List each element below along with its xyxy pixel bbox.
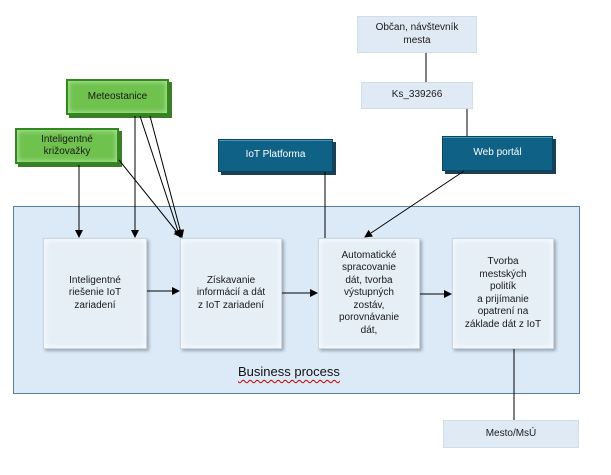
step-3[interactable]: Automatické spracovanie dát, tvorba výst… — [318, 238, 420, 349]
node-obcan-line: mesta — [403, 34, 431, 46]
step-3-line: spracovanie — [342, 262, 396, 274]
node-meteostanice-label: Meteostanice — [87, 90, 148, 102]
step-4-line: základe dát z IoT — [464, 318, 542, 330]
arrow-krizovatky-to-step2 — [118, 159, 182, 238]
step-3-line: dát, tvorba — [345, 274, 393, 286]
node-krizovatky-line: Inteligentné — [41, 133, 93, 145]
step-2-line: informácií a dát — [196, 287, 266, 299]
node-mesto-label: Mesto/MsÚ — [485, 427, 537, 439]
arrow-web-portal-to-step3 — [364, 170, 465, 238]
arrow-meteostanice-to-step2a — [139, 115, 182, 238]
node-web-portal[interactable]: Web portál — [442, 136, 553, 171]
step-4-line: opatrení na — [477, 306, 529, 317]
step-1-line: zariadení — [74, 299, 116, 311]
step-4-line: Tvorba — [487, 256, 519, 267]
step-4-line: mestských — [479, 268, 527, 280]
step-1-line: riešenie IoT — [68, 287, 122, 299]
node-krizovatky[interactable]: Inteligentné križovažky — [15, 128, 119, 164]
step-4-line: a prijímanie — [477, 293, 529, 305]
node-iot-platforma-label: IoT Platforma — [245, 149, 306, 161]
arrow-meteostanice-to-step2b — [149, 115, 185, 238]
node-mesto[interactable]: Mesto/MsÚ — [443, 420, 579, 448]
node-obcan[interactable]: Občan, návštevník mesta — [357, 16, 477, 53]
step-3-line: dát, — [360, 324, 378, 336]
step-4-line: politík — [489, 281, 517, 292]
step-3-line: Automatické — [341, 249, 397, 261]
step-2-line: z IoT zariadení — [198, 299, 264, 311]
step-1-line: Inteligentné — [69, 274, 121, 286]
node-ks[interactable]: Ks_339266 — [361, 82, 473, 109]
step-3-line: zostáv, — [353, 299, 385, 311]
node-krizovatky-line: križovažky — [43, 146, 91, 157]
node-meteostanice[interactable]: Meteostanice — [66, 79, 169, 115]
step-2[interactable]: Získavanie informácií a dát z IoT zariad… — [180, 238, 282, 349]
step-1[interactable]: Inteligentné riešenie IoT zariadení — [43, 238, 147, 349]
node-obcan-line: Občan, návštevník — [375, 22, 459, 33]
node-iot-platforma[interactable]: IoT Platforma — [218, 139, 333, 172]
node-ks-label: Ks_339266 — [391, 89, 443, 101]
step-2-line: Získavanie — [206, 274, 256, 286]
node-web-portal-label: Web portál — [473, 147, 522, 159]
step-4[interactable]: Tvorba mestských politík a prijímanie op… — [452, 238, 554, 349]
step-3-line: výstupných — [343, 287, 394, 299]
business-process-label: Business process — [238, 364, 340, 379]
step-3-line: porovnávanie — [338, 312, 400, 324]
